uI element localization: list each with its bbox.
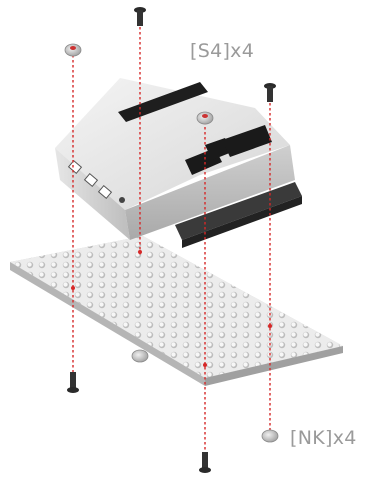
guide-lines	[73, 22, 270, 455]
screw-icon	[67, 372, 79, 393]
device-enclosure	[55, 78, 302, 248]
screws-quantity-label: [S4]x4	[190, 40, 254, 62]
nut-icon	[65, 44, 81, 56]
mounting-plate	[10, 236, 343, 386]
screw-icon	[134, 7, 146, 26]
screw-icon	[199, 452, 211, 473]
nut-icon	[197, 112, 213, 124]
nuts-quantity-label: [NK]x4	[290, 427, 357, 449]
nut-icon	[262, 430, 278, 442]
screw-icon	[264, 83, 276, 102]
nut-icon	[132, 350, 148, 362]
